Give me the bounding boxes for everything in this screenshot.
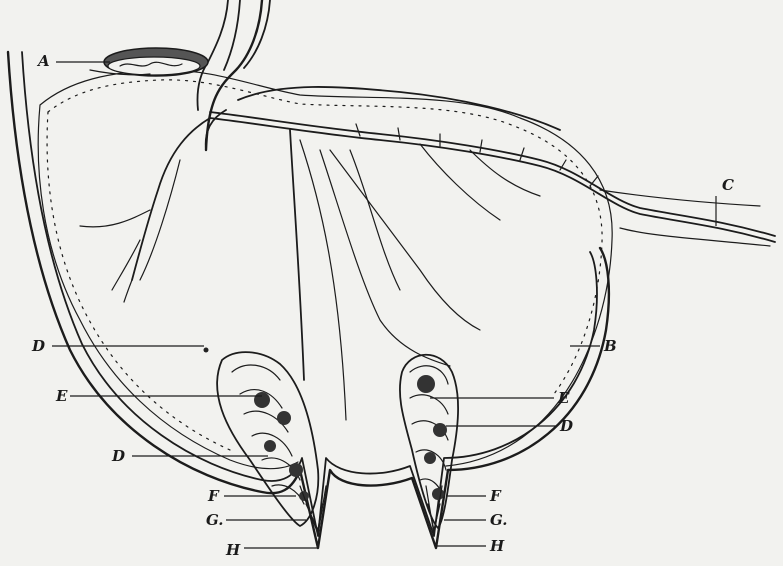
label-C: C [722,176,734,194]
label-D-right: D [559,417,573,435]
label-E-right: E [557,389,570,407]
label-H-left: H [225,541,241,559]
label-H-right: H [489,537,505,555]
upper-duct [197,0,270,150]
outer-wall [8,52,609,548]
label-G-left: G. [206,511,224,529]
label-E-left: E [55,387,68,405]
label-D-left-upper: D [31,337,45,355]
label-F-right: F [489,487,502,505]
label-G-right: G. [490,511,508,529]
label-B: B [603,337,617,355]
labels: A B C D E D F G. H E D F G. H [31,52,734,559]
label-D-left-lower: D [111,447,125,465]
label-F-left: F [207,487,220,505]
left-gland-body [204,348,319,527]
branching-vessels [80,87,775,420]
label-A: A [36,52,50,70]
